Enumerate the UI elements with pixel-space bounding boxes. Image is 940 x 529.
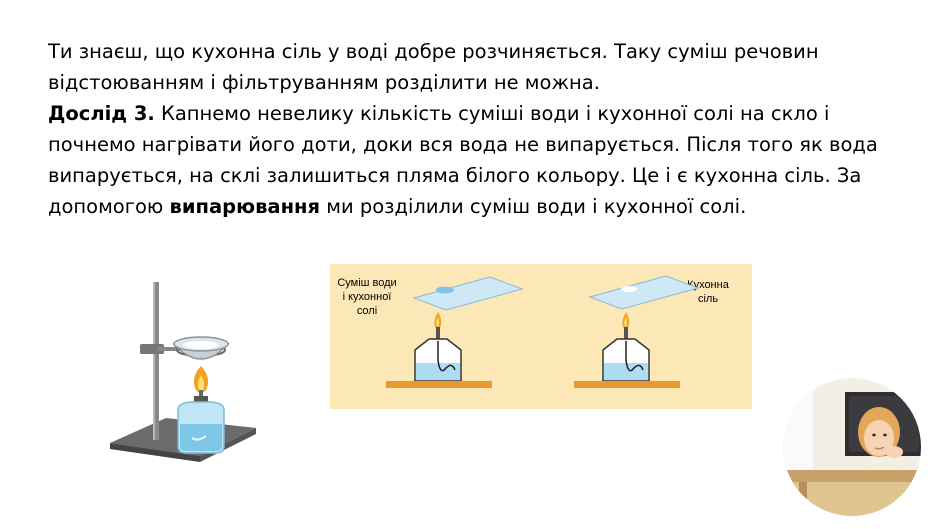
evaporation-diagram: Суміш води і кухонної солі Кухонна сіль [330,264,752,409]
setup-mixture [386,276,524,388]
label-mixture-line2: і кухонної [343,291,392,303]
setup-salt [574,275,700,388]
paragraph-experiment: Дослід 3. Капнемо невелику кількість сум… [48,98,918,222]
paragraph-intro: Ти знаєш, що кухонна сіль у воді добре р… [48,40,819,94]
label-mixture-line3: солі [357,305,377,317]
experiment-heading: Дослід 3. [48,102,155,125]
evaporation-term: випарювання [169,195,321,218]
body-text: Ти знаєш, що кухонна сіль у воді добре р… [48,36,918,222]
experiment-text-a: Капнемо невелику кількість суміші води і… [48,102,878,218]
experiment-text-b: ми розділили суміш води і кухонної солі. [320,195,747,218]
label-mixture-line1: Суміш води [337,277,396,289]
child-at-computer-photo [783,378,921,516]
label-salt-line2: сіль [698,293,718,305]
lab-stand-illustration [110,282,256,462]
diagram-svg: Суміш води і кухонної солі Кухонна сіль [330,264,752,409]
